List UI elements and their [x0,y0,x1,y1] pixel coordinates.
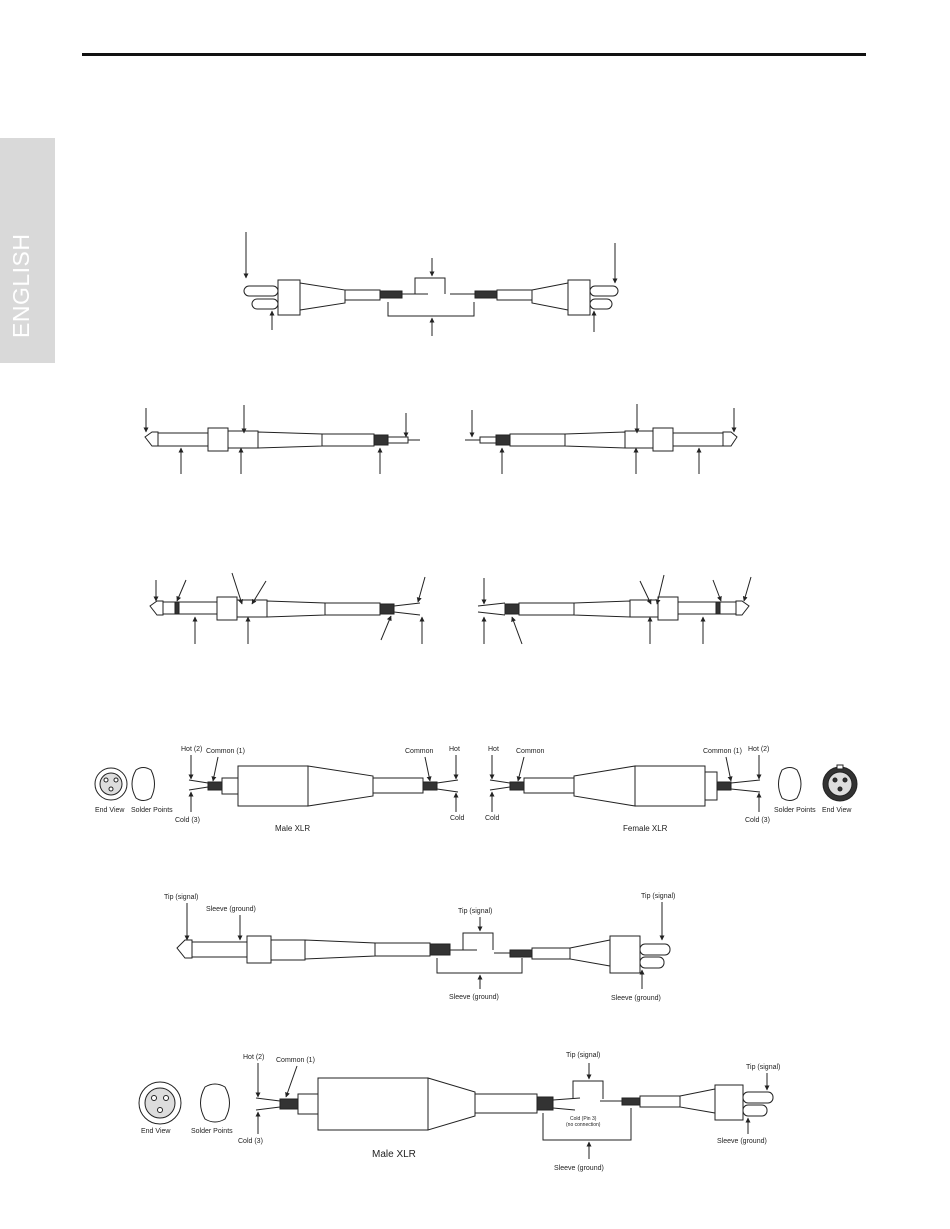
female-solder-points-label: Solder Points [774,807,816,814]
ts-sleeve-ground-label: Sleeve (ground) [206,906,256,913]
xlr-to-rca-diagram [138,1063,774,1159]
ts-mid-sleeve-ground-label: Sleeve (ground) [449,994,499,1001]
trs-quarter-inch-diagram [149,572,752,645]
male-xlr-title: Male XLR [275,824,310,833]
female-end-view-label: End View [822,807,852,814]
xr-mid-tip-signal-label: Tip (signal) [566,1052,600,1059]
male-end-view-label: End View [95,807,125,814]
header-rule [82,53,866,56]
male-cold-right-label: Cold [450,815,465,822]
male-hot-right-label: Hot [449,746,460,753]
ts-tip-signal-label: Tip (signal) [164,894,198,901]
ts-quarter-inch-diagram [143,404,738,474]
xr-male-xlr-title: Male XLR [372,1149,416,1160]
ts-to-rca-diagram [176,902,671,989]
xr-mid-sleeve-ground-label: Sleeve (ground) [554,1165,604,1172]
xr-common-label: Common (1) [276,1057,315,1064]
female-cold-right-label: Cold (3) [745,817,770,824]
male-common-right-label: Common [405,748,434,755]
ts-mid-tip-signal-label: Tip (signal) [458,908,492,915]
xr-right-sleeve-ground-label: Sleeve (ground) [717,1138,767,1145]
xr-right-tip-signal-label: Tip (signal) [746,1064,780,1071]
xlr-male-female-diagram [94,755,858,812]
female-cold-label: Cold [485,815,500,822]
rca-to-rca-diagram [243,232,619,336]
female-xlr-title: Female XLR [623,824,668,833]
male-solder-points-label: Solder Points [131,807,173,814]
xr-solder-points-label: Solder Points [191,1128,233,1135]
female-hot-label: Hot [488,746,499,753]
male-common-label: Common (1) [206,748,245,755]
female-common-right-label: Common (1) [703,748,742,755]
xr-end-view-label: End View [141,1128,171,1135]
xr-no-connection-label: (no connection) [566,1122,601,1128]
female-hot-right-label: Hot (2) [748,746,769,753]
xr-cold-pin3-label: Cold (Pin 3) [570,1116,597,1122]
xr-hot-label: Hot (2) [243,1054,264,1061]
xr-cold-label: Cold (3) [238,1138,263,1145]
ts-right-sleeve-ground-label: Sleeve (ground) [611,995,661,1002]
male-hot-label: Hot (2) [181,746,202,753]
language-side-tab: ENGLISH [0,138,55,363]
female-common-label: Common [516,748,545,755]
ts-right-tip-signal-label: Tip (signal) [641,893,675,900]
male-cold-label: Cold (3) [175,817,200,824]
